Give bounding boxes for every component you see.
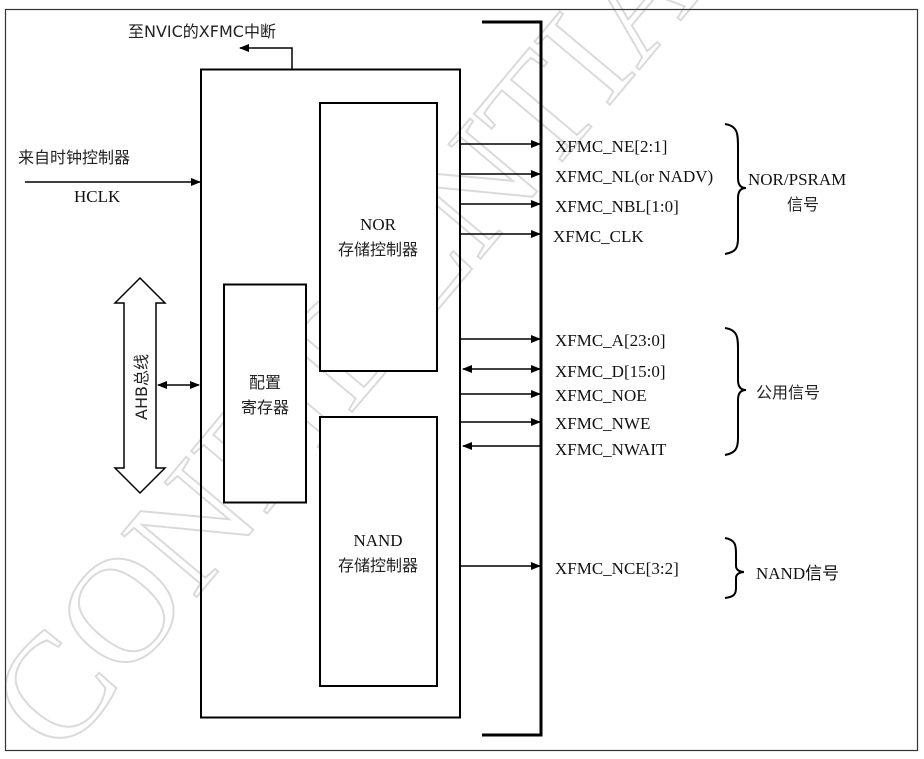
ahb-bus-arrow — [113, 276, 167, 495]
signal-label: XFMC_A[23:0] — [555, 331, 666, 350]
signal-label: XFMC_CLK — [553, 227, 644, 246]
clock-source-label: 来自时钟控制器 — [18, 148, 130, 167]
signal-label: XFMC_NE[2:1] — [555, 137, 667, 156]
group-label-common: 公用信号 — [756, 383, 820, 402]
brace-nand — [724, 537, 745, 599]
signal-labels: XFMC_NE[2:1] XFMC_NL(or NADV) XFMC_NBL[1… — [553, 137, 713, 578]
nor-controller-label-2: 存储控制器 — [338, 240, 418, 259]
nand-controller-label-1: NAND — [353, 531, 402, 550]
signal-label: XFMC_NOE — [555, 386, 647, 405]
signal-arrows — [461, 140, 541, 570]
brace-nor-psram — [724, 123, 747, 255]
nor-controller-label-1: NOR — [360, 215, 397, 234]
interrupt-arrow — [239, 44, 293, 69]
config-register-label-2: 寄存器 — [241, 398, 289, 417]
signal-label: XFMC_D[15:0] — [555, 362, 666, 381]
pin-bus-bar — [482, 20, 543, 737]
group-label-nor-psram-1: NOR/PSRAM — [748, 170, 846, 189]
signal-label: XFMC_NWAIT — [555, 440, 667, 459]
brace-common — [724, 327, 747, 456]
signal-label: XFMC_NWE — [555, 414, 650, 433]
nand-controller-block — [319, 416, 438, 687]
interrupt-label: 至NVIC的XFMC中断 — [128, 22, 276, 41]
group-label-nor-psram-2: 信号 — [787, 195, 819, 214]
config-register-label-1: 配置 — [249, 373, 281, 392]
nor-controller-block — [319, 102, 438, 372]
xfmc-block — [200, 68, 461, 719]
group-braces — [724, 123, 747, 599]
ahb-bus-label: AHB总线 — [132, 354, 151, 420]
signal-label: XFMC_NCE[3:2] — [555, 559, 679, 578]
signal-label: XFMC_NL(or NADV) — [555, 167, 713, 186]
group-labels: NOR/PSRAM 信号 公用信号 NAND信号 — [748, 170, 846, 583]
outer-frame — [4, 8, 919, 752]
nand-controller-label-2: 存储控制器 — [338, 556, 418, 575]
hclk-label: HCLK — [74, 187, 121, 206]
group-label-nand: NAND信号 — [756, 564, 839, 583]
signal-label: XFMC_NBL[1:0] — [555, 197, 679, 216]
config-register-block — [223, 283, 307, 504]
